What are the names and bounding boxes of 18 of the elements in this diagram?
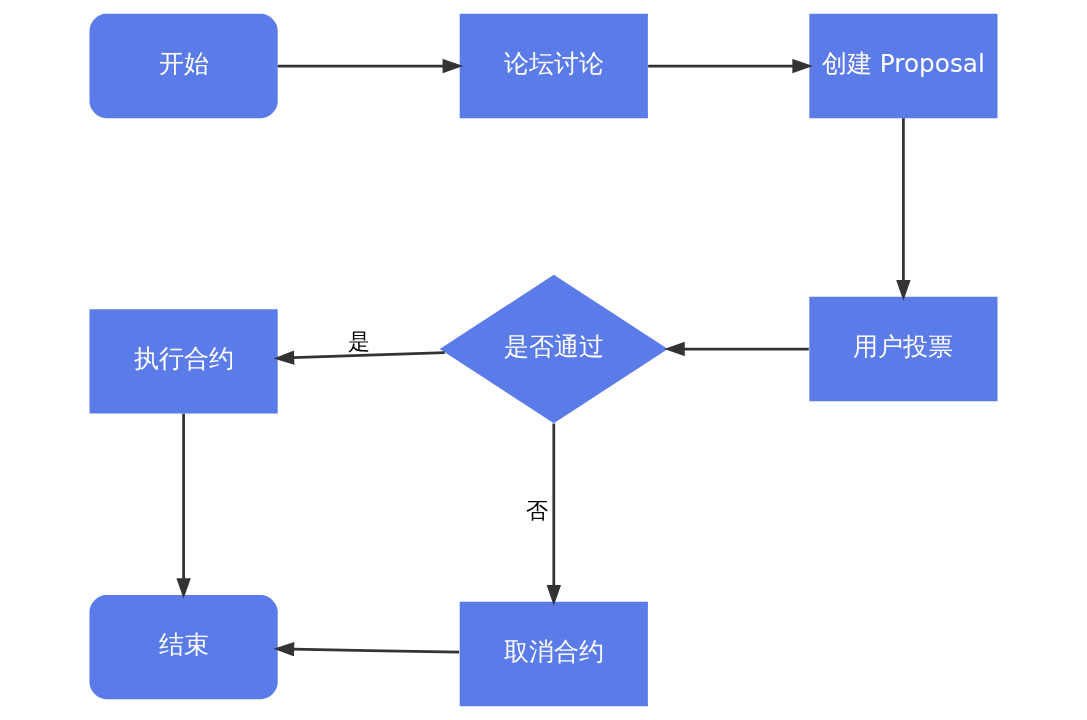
arrow (896, 118, 911, 301)
edge-label: 否 (526, 497, 549, 523)
arrow (277, 58, 464, 74)
arrow (546, 423, 562, 606)
node-box: 执行合约 (89, 309, 278, 414)
node-diamond: 是否通过 (439, 274, 668, 424)
arrow (273, 641, 460, 657)
node-box: 取消合约 (459, 601, 648, 707)
node-box: 论坛讨论 (459, 13, 648, 119)
node-box: 创建 Proposal (809, 13, 998, 119)
arrow (176, 413, 191, 599)
edge-label: 是 (347, 328, 370, 354)
node-box: 用户投票 (809, 296, 998, 402)
arrow (273, 350, 445, 365)
arrow (664, 341, 809, 357)
arrow (648, 58, 813, 74)
node-box: 结束 (89, 594, 278, 700)
node-box: 开始 (89, 13, 278, 119)
